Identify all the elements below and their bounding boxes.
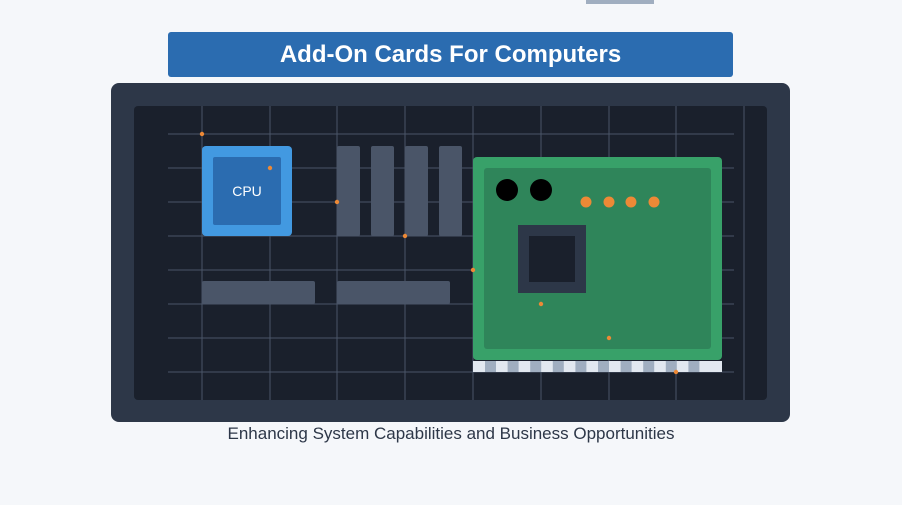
ram-slot-2 <box>371 146 394 236</box>
connector-pin <box>485 361 496 372</box>
ram-slot-3 <box>405 146 428 236</box>
expansion-slot-1 <box>202 281 315 304</box>
page-title-text: Add-On Cards For Computers <box>279 40 622 68</box>
top-tab-decoration <box>586 0 654 4</box>
led-icon <box>648 196 660 208</box>
connector-pin <box>643 361 655 372</box>
port-icon <box>530 179 552 201</box>
led-icon <box>603 196 615 208</box>
connector-pin <box>665 361 677 372</box>
connector-pin <box>688 361 700 372</box>
connector-pin <box>530 361 542 372</box>
page-title: Add-On Cards For Computers <box>168 32 733 77</box>
connector-pin <box>598 361 609 372</box>
trace-dot <box>267 165 273 171</box>
trace-dot <box>470 267 476 273</box>
connector-pin <box>507 361 519 372</box>
connector-pin <box>620 361 632 372</box>
cpu-chip <box>213 157 281 225</box>
led-icon <box>580 196 592 208</box>
trace-dots <box>199 131 679 375</box>
led-icon <box>625 196 637 208</box>
trace-dot <box>402 233 408 239</box>
card-connector <box>473 361 722 372</box>
connector-pins <box>485 361 700 372</box>
expansion-slot-2 <box>337 281 450 304</box>
ram-slot-4 <box>439 146 462 236</box>
trace-dot <box>334 199 340 205</box>
connector-pin <box>575 361 587 372</box>
trace-dot <box>538 301 544 307</box>
trace-dot <box>199 131 205 137</box>
chip-core <box>529 236 575 282</box>
port-icon <box>496 179 518 201</box>
ram-slot-1 <box>337 146 360 236</box>
cpu-label: CPU <box>213 157 281 225</box>
connector-pin <box>552 361 564 372</box>
cpu-label-text: CPU <box>232 183 262 199</box>
subtitle: Enhancing System Capabilities and Busine… <box>227 424 675 443</box>
trace-dot <box>606 335 612 341</box>
trace-dot <box>673 369 679 375</box>
